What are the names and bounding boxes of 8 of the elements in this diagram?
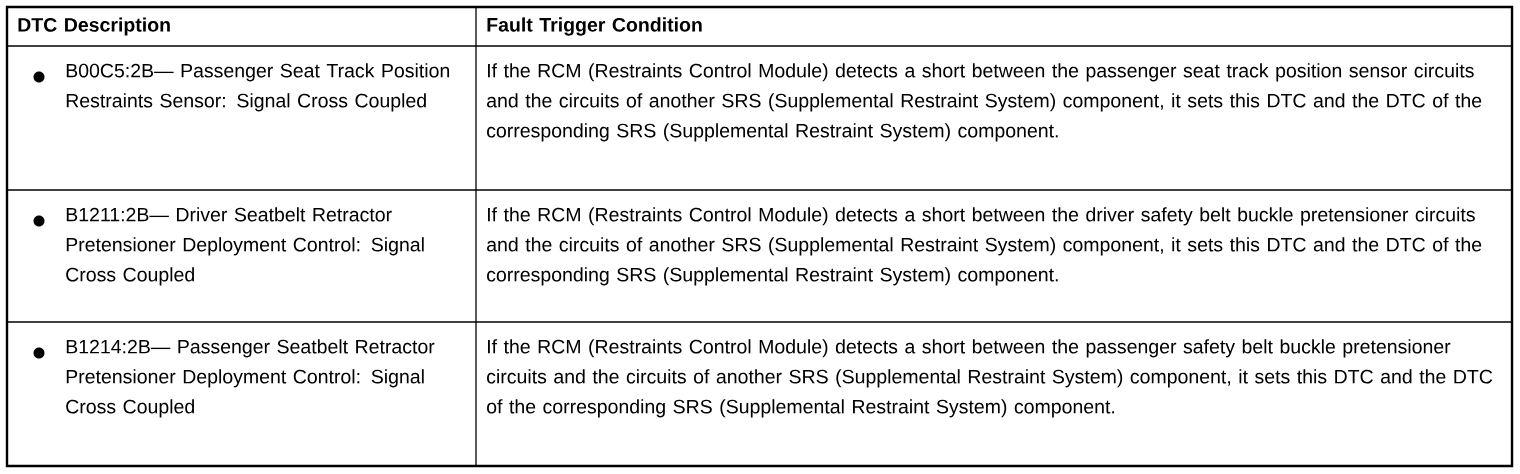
table-cell: If the RCM (Restraints Control Module) detects a short between the driver safety belt buckle pretensioner circuits and the circuits of another SRS (Supplemental Restraint System) component, it sets this DTC and the DTC of the corresponding SRS (Supplemental Restraint System) component. <box>487 207 1482 286</box>
table-cell: B1211:2B— Driver Seatbelt Retractor Pretensioner Deployment Control: Signal Cross Coupled <box>66 207 424 286</box>
table-header-cell: Fault Trigger Condition <box>487 17 702 36</box>
table-header-cell: DTC Description <box>18 17 170 36</box>
table-cell: If the RCM (Restraints Control Module) detects a short between the passenger seat track position sensor circuits and the circuits of another SRS (Supplemental Restraint System) component, it sets this DTC and the DTC of the corresponding SRS (Supplemental Restraint System) component. <box>487 63 1482 142</box>
table-cell: B00C5:2B— Passenger Seat Track Position Restraints Sensor: Signal Cross Coupled <box>66 63 450 112</box>
table-cell: B1214:2B— Passenger Seatbelt Retractor Pretensioner Deployment Control: Signal Cross Coupled <box>66 339 435 418</box>
table-cell: If the RCM (Restraints Control Module) detects a short between the passenger safety belt buckle pretensioner circuits and the circuits of another SRS (Supplemental Restraint System) component, it sets this DTC and the DTC of the corresponding SRS (Supplemental Restraint System) component. <box>487 339 1493 418</box>
